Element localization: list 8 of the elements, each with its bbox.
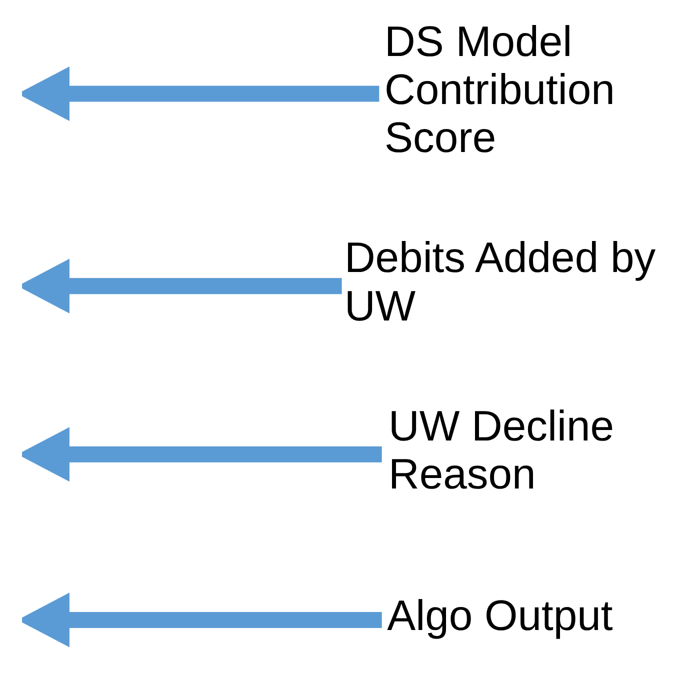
node-text: DS Model Contribution Score xyxy=(384,18,614,162)
node-text: UW Decline Reason xyxy=(388,402,614,499)
arrow xyxy=(22,592,382,648)
arrow xyxy=(22,258,342,314)
node-text: Algo Output xyxy=(386,592,612,640)
node-text: Debits Added by UW xyxy=(344,234,656,330)
arrow xyxy=(22,66,379,122)
arrow xyxy=(22,427,382,482)
